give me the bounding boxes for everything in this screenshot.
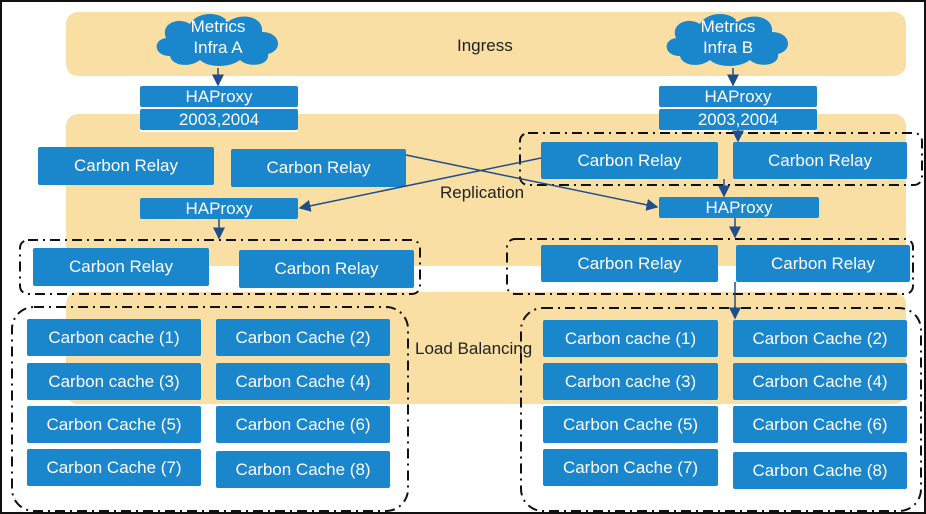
cloud-icon bbox=[156, 13, 279, 66]
right-top-haproxy: HAProxy 2003,2004 bbox=[659, 86, 817, 132]
left-relay-upper-2: Carbon Relay bbox=[231, 149, 406, 187]
right-cache-4: Carbon Cache (4) bbox=[733, 363, 907, 400]
left-relay-upper-1: Carbon Relay bbox=[38, 147, 214, 185]
cloud-a-line1: Metrics bbox=[190, 17, 246, 36]
cloud-a-line2: Infra A bbox=[193, 38, 243, 57]
replication-label: Replication bbox=[440, 183, 525, 202]
right-cache-5: Carbon Cache (5) bbox=[543, 406, 718, 443]
left-cache-4: Carbon Cache (4) bbox=[216, 363, 390, 400]
right-cache-3: Carbon cache (3) bbox=[543, 363, 718, 400]
haproxy-ports: 2003,2004 bbox=[140, 109, 298, 130]
left-cache-5: Carbon Cache (5) bbox=[27, 406, 201, 443]
haproxy-label: HAProxy bbox=[140, 86, 298, 107]
left-cache-8: Carbon Cache (8) bbox=[216, 451, 390, 488]
right-cache-2: Carbon Cache (2) bbox=[733, 320, 907, 357]
ingress-label: Ingress bbox=[457, 36, 513, 55]
cloud-b-line2: Infra B bbox=[702, 38, 754, 57]
left-cache-1: Carbon cache (1) bbox=[27, 319, 201, 356]
haproxy-ports: 2003,2004 bbox=[659, 109, 817, 130]
right-relay-lower-2: Carbon Relay bbox=[736, 245, 910, 282]
metrics-infra-b-cloud: Metrics Infra B bbox=[658, 10, 798, 68]
right-cache-6: Carbon Cache (6) bbox=[733, 406, 907, 443]
haproxy-label: HAProxy bbox=[659, 86, 817, 107]
left-relay-lower-2: Carbon Relay bbox=[239, 250, 414, 288]
metrics-infra-a-cloud: Metrics Infra A bbox=[148, 10, 288, 68]
right-relay-upper-2: Carbon Relay bbox=[733, 142, 907, 179]
right-cache-1: Carbon cache (1) bbox=[543, 320, 718, 357]
left-cache-7: Carbon Cache (7) bbox=[27, 449, 201, 486]
cloud-b-line1: Metrics bbox=[700, 17, 756, 36]
left-relay-lower-1: Carbon Relay bbox=[33, 248, 209, 286]
left-cache-2: Carbon Cache (2) bbox=[216, 319, 390, 356]
right-relay-lower-1: Carbon Relay bbox=[541, 245, 718, 282]
right-cache-8: Carbon Cache (8) bbox=[733, 452, 907, 489]
left-cache-6: Carbon Cache (6) bbox=[216, 406, 390, 443]
left-cache-3: Carbon cache (3) bbox=[27, 363, 201, 400]
cloud-icon bbox=[666, 13, 789, 66]
load-balancing-label: Load Balancing bbox=[415, 339, 533, 358]
left-top-haproxy: HAProxy 2003,2004 bbox=[140, 86, 298, 132]
left-mid-haproxy: HAProxy bbox=[140, 198, 298, 219]
right-cache-7: Carbon Cache (7) bbox=[543, 449, 718, 486]
right-mid-haproxy: HAProxy bbox=[659, 197, 819, 218]
right-relay-upper-1: Carbon Relay bbox=[541, 142, 718, 179]
